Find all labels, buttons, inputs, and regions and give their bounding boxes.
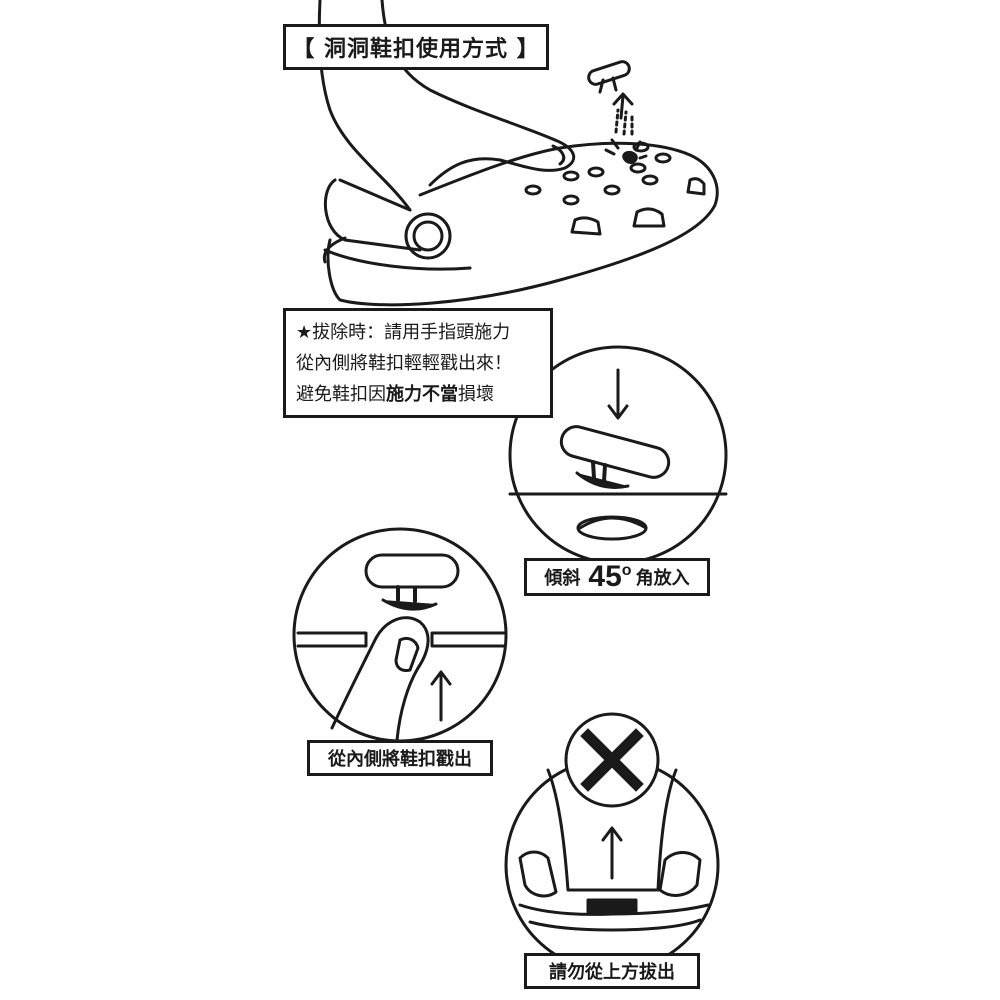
note-line-3: 避免鞋扣因施力不當損壞 bbox=[296, 379, 540, 410]
insert-caption-pre: 傾斜 bbox=[544, 568, 581, 589]
arrow-up-icon bbox=[430, 670, 452, 722]
note-line-1: ★拔除時：請用手指頭施力 bbox=[296, 322, 511, 343]
note-line-3-pre: 避免鞋扣因 bbox=[296, 384, 386, 405]
cross-icon bbox=[564, 712, 660, 808]
note-line-2: 從內側將鞋扣輕輕戳出來！ bbox=[296, 353, 512, 374]
insert-caption-post: 角放入 bbox=[635, 568, 690, 589]
arrow-up-icon bbox=[612, 92, 634, 120]
page-title: 【 洞洞鞋扣使用方式 】 bbox=[292, 37, 540, 62]
clog-icon bbox=[322, 141, 719, 307]
push-caption: 從內側將鞋扣戳出 bbox=[307, 740, 493, 776]
wrong-caption: 請勿從上方拔出 bbox=[524, 953, 700, 989]
arrow-up-icon bbox=[601, 826, 623, 880]
wrong-caption-label: 請勿從上方拔出 bbox=[549, 962, 675, 983]
insert-caption-angle: 45o bbox=[588, 560, 631, 594]
insert-angle-value: 45 bbox=[588, 560, 622, 593]
push-caption-label: 從內側將鞋扣戳出 bbox=[328, 749, 472, 770]
note-line-3-post: 損壞 bbox=[458, 384, 494, 405]
removal-note: ★拔除時：請用手指頭施力 從內側將鞋扣輕輕戳出來！ 避免鞋扣因施力不當損壞 bbox=[283, 308, 553, 418]
charm-icon bbox=[587, 60, 648, 164]
insert-angle-degree: o bbox=[621, 562, 632, 579]
insert-caption: 傾斜 45o 角放入 bbox=[524, 558, 710, 596]
arrow-down-icon bbox=[607, 368, 629, 420]
title-box: 【 洞洞鞋扣使用方式 】 bbox=[283, 24, 549, 70]
note-line-3-bold: 施力不當 bbox=[386, 384, 458, 405]
push-diagram bbox=[292, 527, 508, 743]
